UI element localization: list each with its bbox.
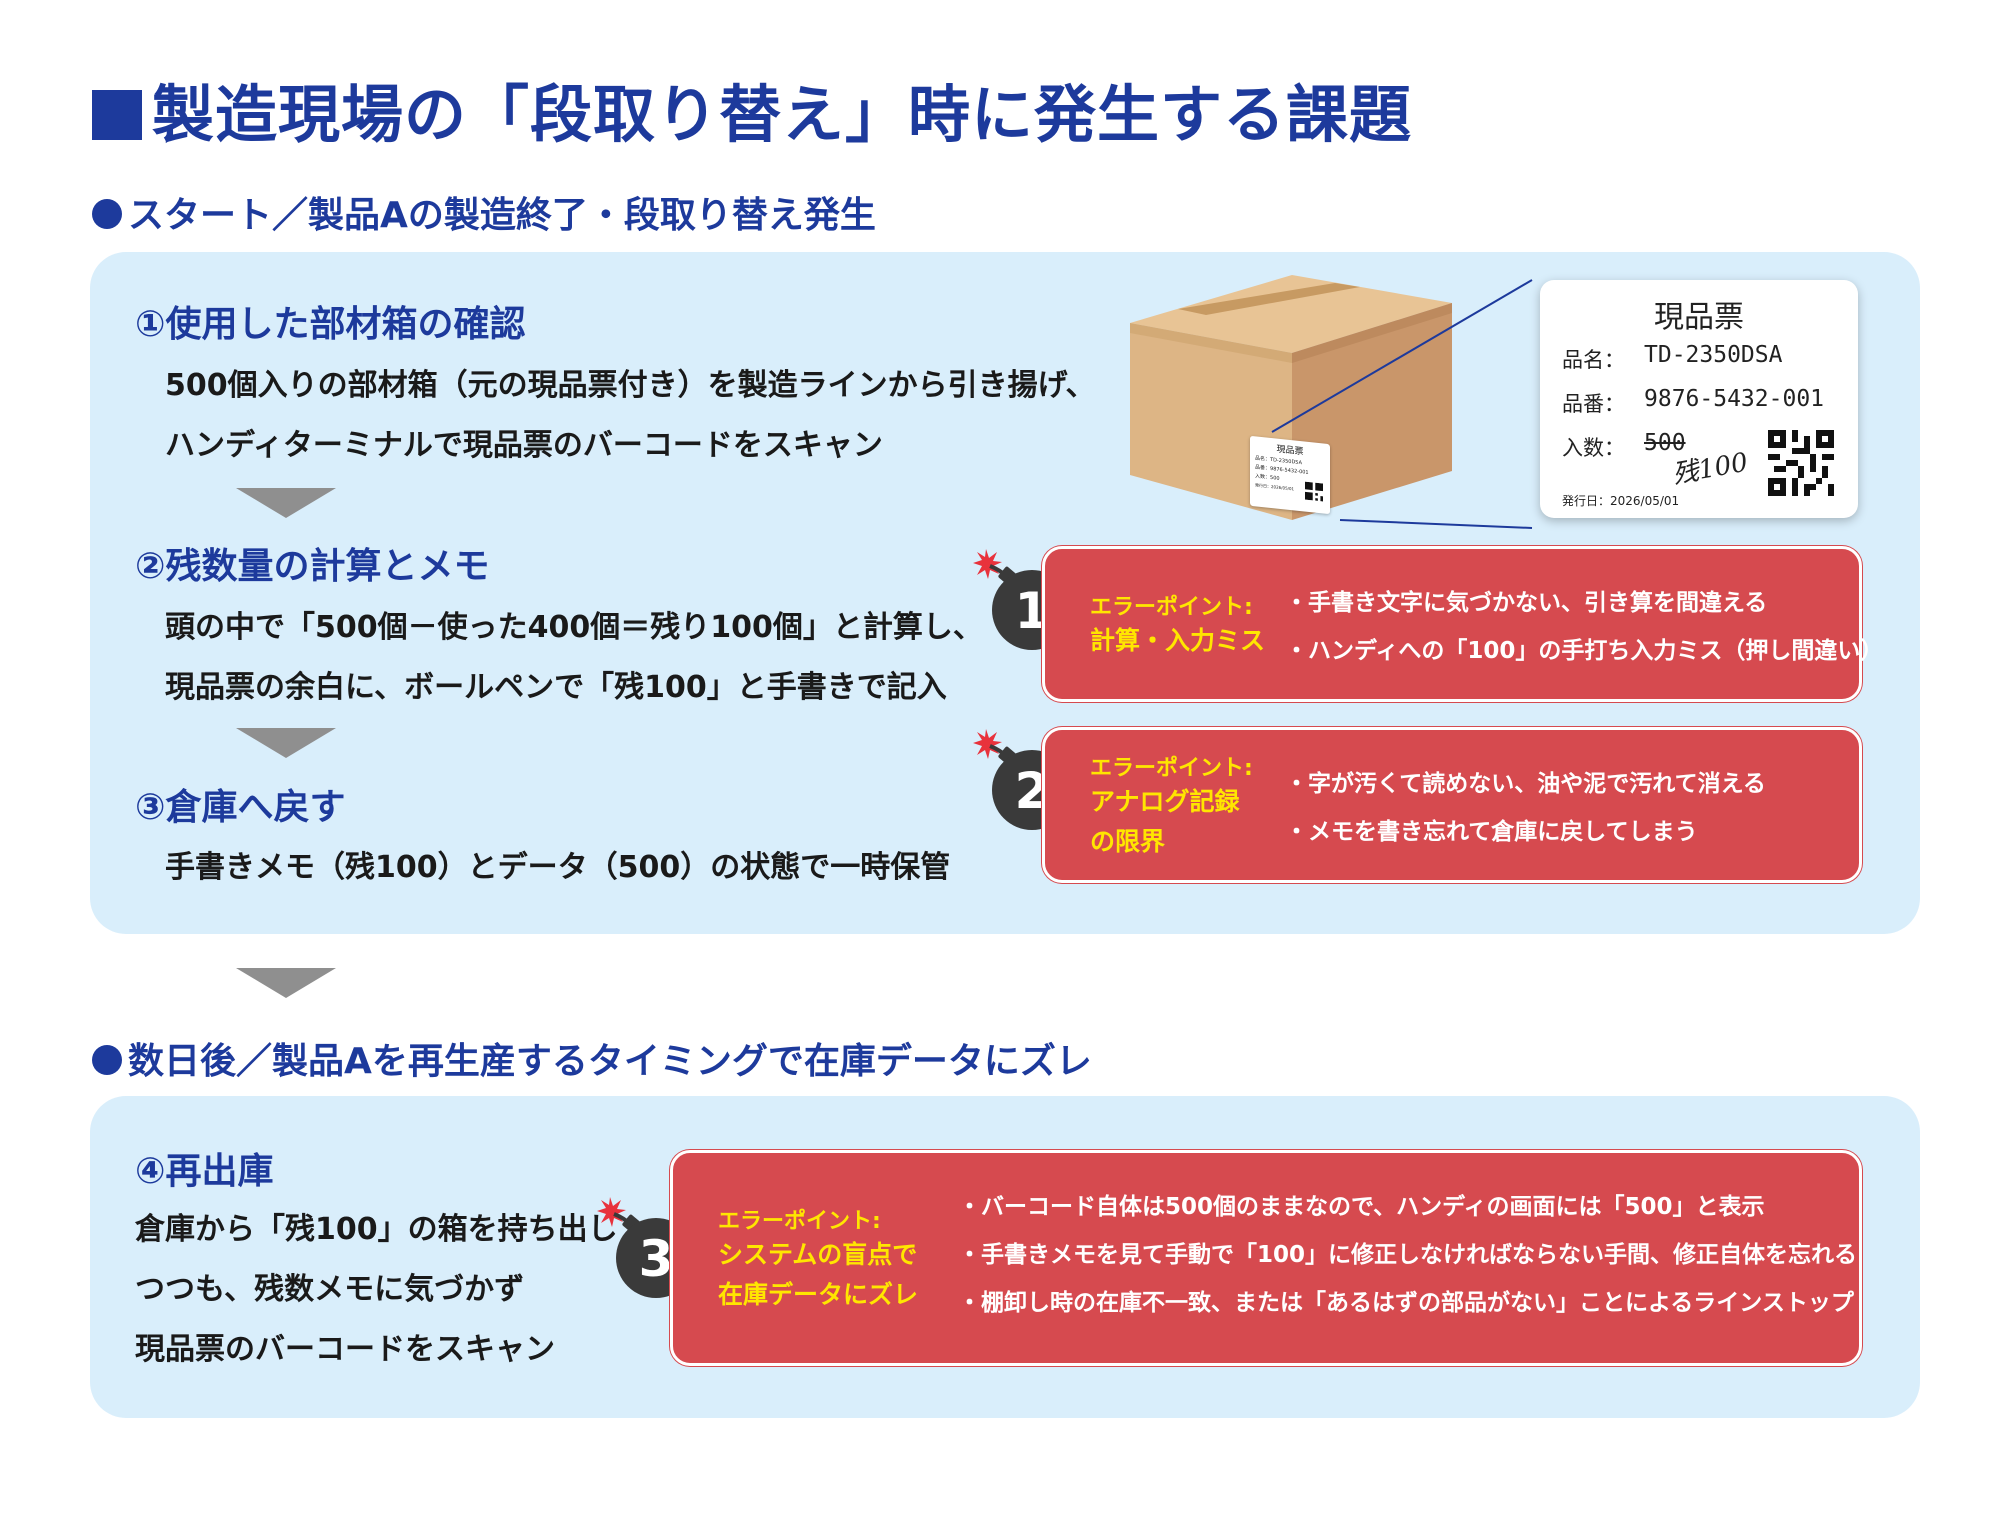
down-arrow-icon: [236, 728, 336, 758]
section-heading-later: 数日後／製品Aを再生産するタイミングで在庫データにズレ: [92, 1032, 1092, 1084]
box-label: 現品票 品名：TD-2350DSA 品番：9876-5432-001 入数：50…: [1250, 435, 1330, 515]
error-point-3: エラーポイント: システムの盲点で 在庫データにズレ ・バーコード自体は500個…: [670, 1150, 1862, 1366]
step-4-title: ④再出庫: [135, 1151, 274, 1192]
qr-code-icon: [1768, 430, 1834, 496]
original-quantity: 500: [1644, 430, 1686, 456]
step-4-text: 倉庫から「残100」の箱を持ち出し つつも、残数メモに気づかず 現品票のバーコー…: [135, 1212, 618, 1367]
step-3-text: 手書きメモ（残100）とデータ（500）の状態で一時保管: [165, 850, 951, 885]
section-heading-start: スタート／製品Aの製造終了・段取り替え発生: [92, 186, 876, 238]
step-3-title: ③倉庫へ戻す: [135, 787, 346, 828]
error-point-2: エラーポイント: アナログ記録 の限界 ・字が汚くて読めない、油や泥で汚れて消え…: [1042, 727, 1862, 883]
label-card: 現品票 品名： TD-2350DSA 品番： 9876-5432-001 入数：…: [1540, 280, 1858, 518]
svg-text:3: 3: [639, 1230, 674, 1288]
label-card-title: 現品票: [1654, 300, 1744, 335]
down-arrow-icon: [236, 488, 336, 518]
step-2-text: 頭の中で「500個－使った400個＝残り100個」と計算し、 現品票の余白に、ボ…: [165, 610, 983, 705]
step-2-title: ②残数量の計算とメモ: [135, 546, 490, 587]
page-title: 製造現場の「段取り替え」時に発生する課題: [92, 64, 1412, 154]
leader-lines: [1271, 279, 1533, 529]
step-1-text: 500個入りの部材箱（元の現品票付き）を製造ラインから引き揚げ、 ハンディターミ…: [165, 368, 1096, 463]
dot-bullet-icon: [92, 1045, 122, 1075]
down-arrow-icon: [236, 968, 336, 998]
qr-code-icon: [1305, 481, 1323, 502]
step-1-title: ①使用した部材箱の確認: [135, 304, 526, 345]
square-bullet-icon: [92, 90, 142, 140]
error-point-1: エラーポイント: 計算・入力ミス ・手書き文字に気づかない、引き算を間違える ・…: [1042, 546, 1883, 702]
dot-bullet-icon: [92, 199, 122, 229]
